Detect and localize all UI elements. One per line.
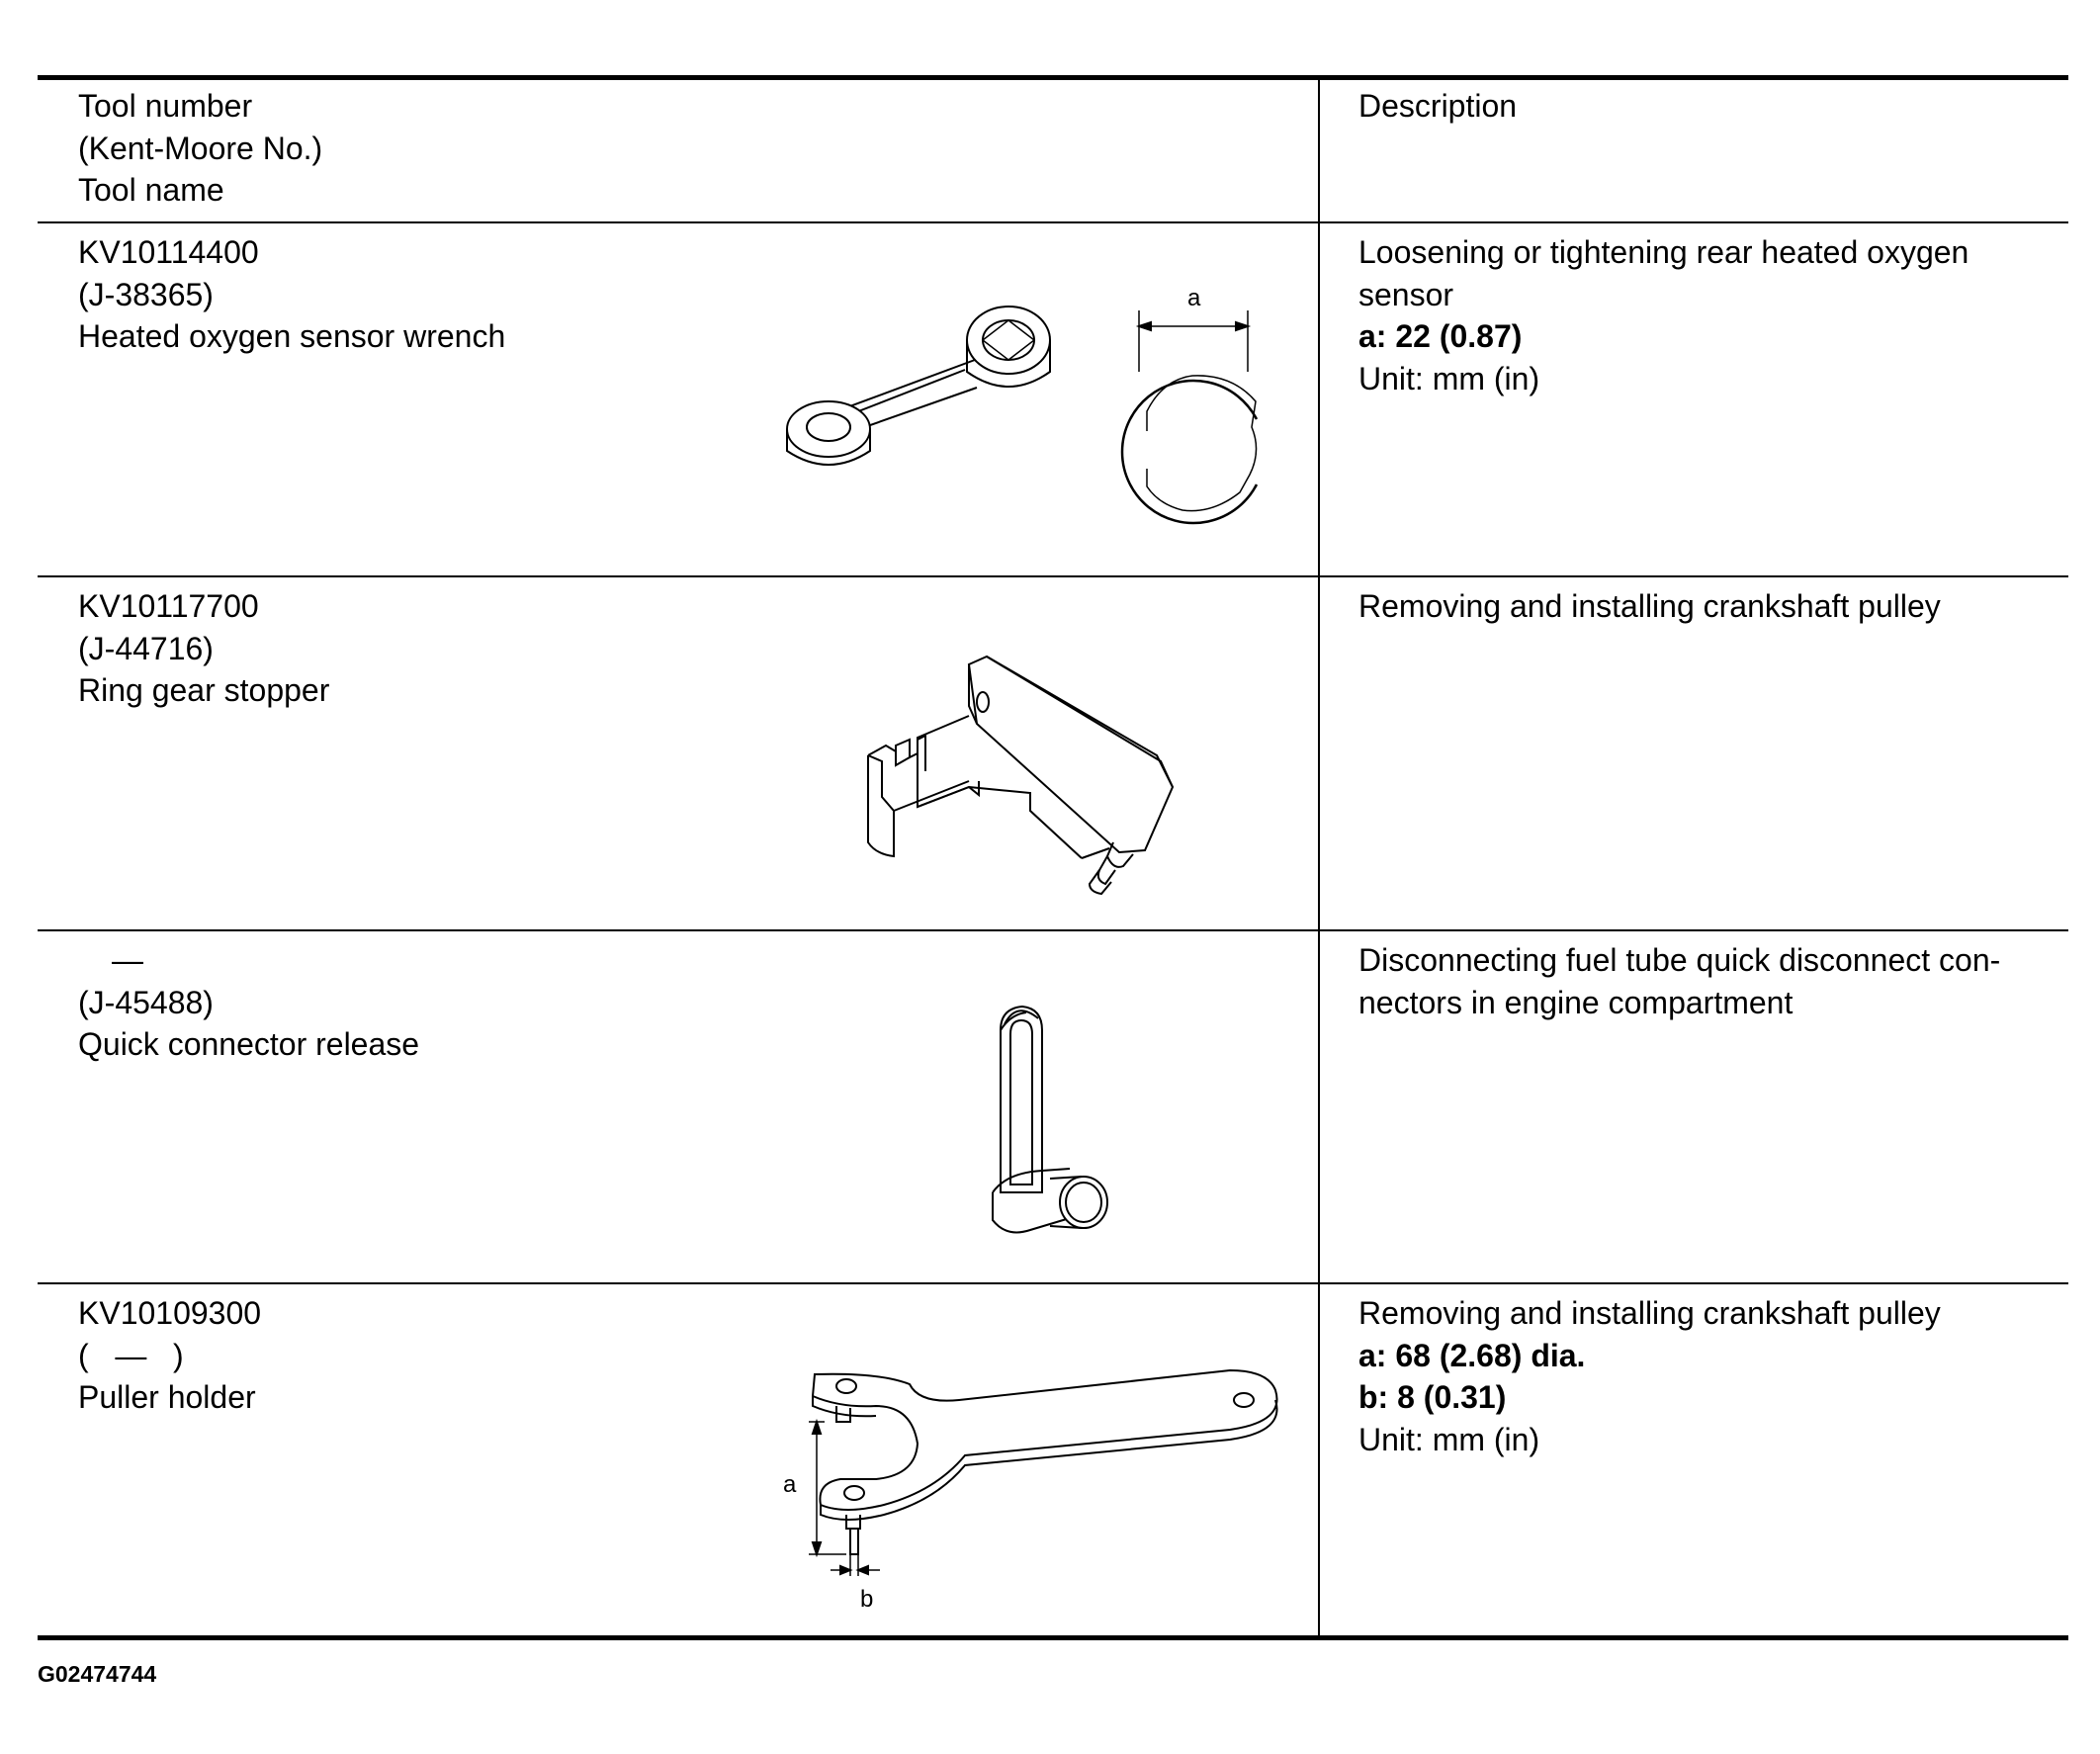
header-description: Description bbox=[1358, 85, 2051, 128]
row-3-desc-line: Disconnecting fuel tube quick disconnect… bbox=[1358, 942, 2001, 978]
heated-oxygen-sensor-wrench-illustration: a bbox=[767, 281, 1281, 568]
header-kent-moore: (Kent-Moore No.) bbox=[78, 130, 323, 166]
row-1-tool-info: KV10114400 (J-38365) Heated oxygen senso… bbox=[78, 231, 505, 358]
row-4-tool-number: KV10109300 bbox=[78, 1295, 262, 1331]
row-1-description: Loosening or tightening rear heated oxyg… bbox=[1358, 231, 2051, 399]
row-2-description: Removing and installing crankshaft pulle… bbox=[1358, 585, 2051, 628]
row-4-desc-line: Removing and installing crankshaft pulle… bbox=[1358, 1295, 1941, 1331]
row-2-kent-moore: (J-44716) bbox=[78, 630, 214, 666]
row-3-tool-info: — (J-45488) Quick connector release bbox=[78, 939, 419, 1066]
row-1-desc-line: Loosening or tightening rear heated oxyg… bbox=[1358, 234, 1969, 270]
row-4-spec-a: a: 68 (2.68) dia. bbox=[1358, 1337, 1586, 1373]
dimension-label-a: a bbox=[783, 1471, 797, 1498]
row-1-kent-moore: (J-38365) bbox=[78, 276, 214, 312]
row-3-desc-line: nectors in engine compartment bbox=[1358, 984, 1794, 1020]
row-4-spec-b: b: 8 (0.31) bbox=[1358, 1379, 1507, 1415]
header-description-label: Description bbox=[1358, 88, 1518, 124]
header-tool-column: Tool number (Kent-Moore No.) Tool name bbox=[78, 85, 322, 212]
row-1-tool-name: Heated oxygen sensor wrench bbox=[78, 318, 506, 354]
ring-gear-stopper-illustration bbox=[848, 647, 1194, 943]
row-4-unit: Unit: mm (in) bbox=[1358, 1421, 1540, 1457]
row-3-description: Disconnecting fuel tube quick disconnect… bbox=[1358, 939, 2051, 1023]
row-4-description: Removing and installing crankshaft pulle… bbox=[1358, 1292, 2051, 1460]
row-divider bbox=[38, 575, 2068, 577]
row-2-tool-number: KV10117700 bbox=[78, 588, 259, 624]
row-divider bbox=[38, 1282, 2068, 1284]
row-4-kent-moore: ( — ) bbox=[78, 1337, 184, 1373]
dimension-label-a: a bbox=[1187, 285, 1201, 311]
row-4-tool-info: KV10109300 ( — ) Puller holder bbox=[78, 1292, 261, 1419]
table-bottom-rule bbox=[38, 1635, 2068, 1640]
row-1-tool-number: KV10114400 bbox=[78, 234, 259, 270]
row-1-unit: Unit: mm (in) bbox=[1358, 360, 1540, 396]
dimension-label-b: b bbox=[860, 1586, 874, 1613]
row-3-kent-moore: (J-45488) bbox=[78, 984, 214, 1020]
row-divider bbox=[38, 929, 2068, 931]
header-divider bbox=[38, 221, 2068, 223]
row-3-tool-number: — bbox=[112, 942, 143, 978]
row-2-tool-name: Ring gear stopper bbox=[78, 672, 330, 708]
quick-connector-release-illustration bbox=[987, 995, 1125, 1252]
figure-id: G02474744 bbox=[38, 1661, 157, 1687]
row-2-desc-line: Removing and installing crankshaft pulle… bbox=[1358, 588, 1941, 624]
row-3-tool-name: Quick connector release bbox=[78, 1026, 420, 1062]
column-divider bbox=[1318, 80, 1320, 1635]
row-1-spec-a: a: 22 (0.87) bbox=[1358, 318, 1523, 354]
row-4-tool-name: Puller holder bbox=[78, 1379, 256, 1415]
header-tool-name: Tool name bbox=[78, 172, 224, 208]
header-tool-number: Tool number bbox=[78, 88, 253, 124]
table-top-rule bbox=[38, 75, 2068, 80]
row-2-tool-info: KV10117700 (J-44716) Ring gear stopper bbox=[78, 585, 329, 712]
row-1-desc-line: sensor bbox=[1358, 276, 1454, 312]
puller-holder-illustration: a b bbox=[761, 1357, 1295, 1653]
